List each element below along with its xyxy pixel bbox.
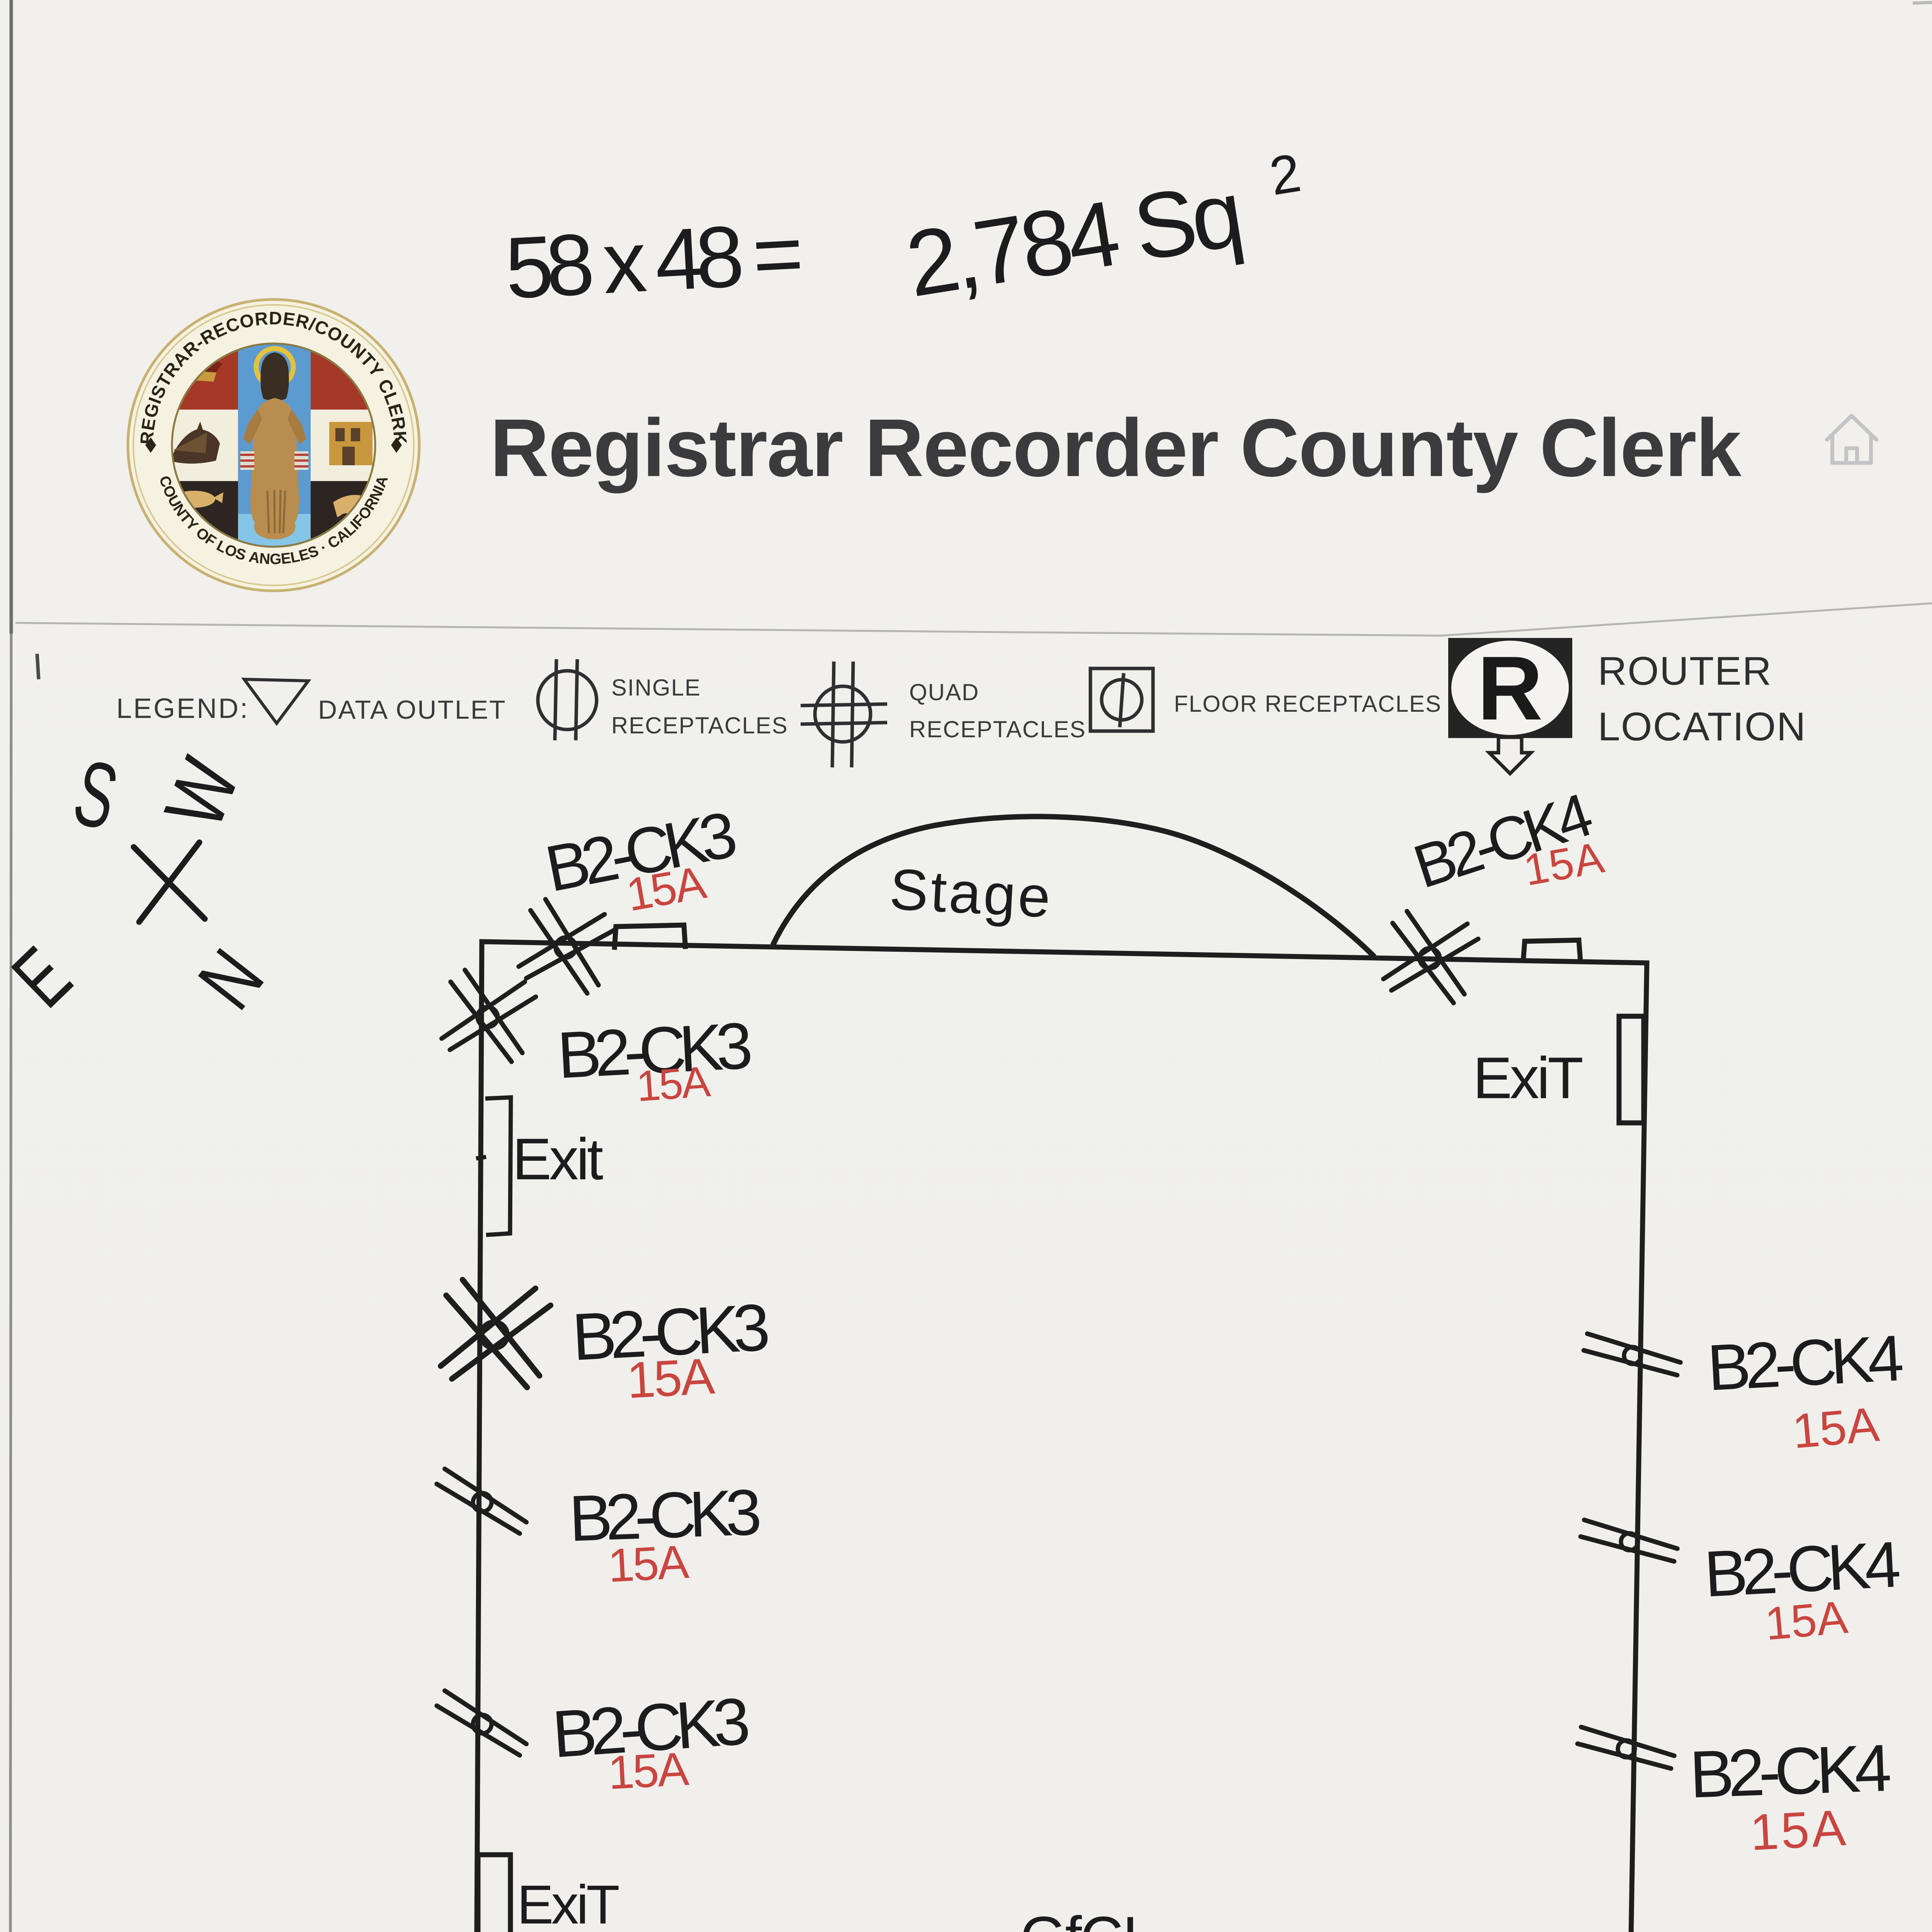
svg-text:ROUTER: ROUTER [1598, 649, 1772, 694]
svg-text:Stage: Stage [888, 856, 1054, 930]
svg-text:RECEPTACLES: RECEPTACLES [611, 713, 788, 738]
svg-text:DATA OUTLET: DATA OUTLET [318, 695, 507, 724]
svg-text:15A: 15A [607, 1535, 690, 1592]
svg-text:B2-CK4: B2-CK4 [1702, 1528, 1901, 1611]
svg-text:15A: 15A [1790, 1397, 1881, 1459]
svg-text:B2-CK4: B2-CK4 [1689, 1731, 1891, 1812]
svg-text:Registrar Recorder County Cler: Registrar Recorder County Clerk [490, 402, 1742, 493]
svg-text:15A: 15A [1763, 1591, 1850, 1650]
svg-text:15A: 15A [635, 1057, 712, 1111]
svg-text:15A: 15A [607, 1742, 690, 1799]
svg-text:ExiT: ExiT [1473, 1045, 1582, 1111]
svg-text:15A: 15A [1749, 1799, 1849, 1861]
svg-text:B2-CK3: B2-CK3 [570, 1290, 769, 1374]
svg-text:LOCATION: LOCATION [1598, 704, 1806, 749]
svg-text:LEGEND:: LEGEND: [116, 693, 249, 724]
svg-text:ExiT: ExiT [517, 1874, 619, 1932]
svg-text:B2-CK3: B2-CK3 [568, 1476, 760, 1555]
svg-text:R: R [1477, 637, 1543, 739]
svg-text:RECEPTACLES: RECEPTACLES [909, 716, 1086, 742]
svg-text:GfCI: GfCI [1020, 1904, 1137, 1932]
svg-text:QUAD: QUAD [909, 679, 979, 705]
svg-text:B2-CK3: B2-CK3 [550, 1684, 750, 1772]
svg-text:Exit: Exit [512, 1126, 603, 1192]
svg-text:B2-CK3: B2-CK3 [556, 1009, 752, 1092]
svg-text:B2-CK4: B2-CK4 [1706, 1321, 1904, 1404]
svg-text:15A: 15A [626, 1347, 716, 1409]
svg-text:58 x 48 =: 58 x 48 = [503, 204, 802, 317]
svg-text:SINGLE: SINGLE [611, 675, 701, 701]
svg-text:FLOOR RECEPTACLES: FLOOR RECEPTACLES [1174, 691, 1442, 717]
